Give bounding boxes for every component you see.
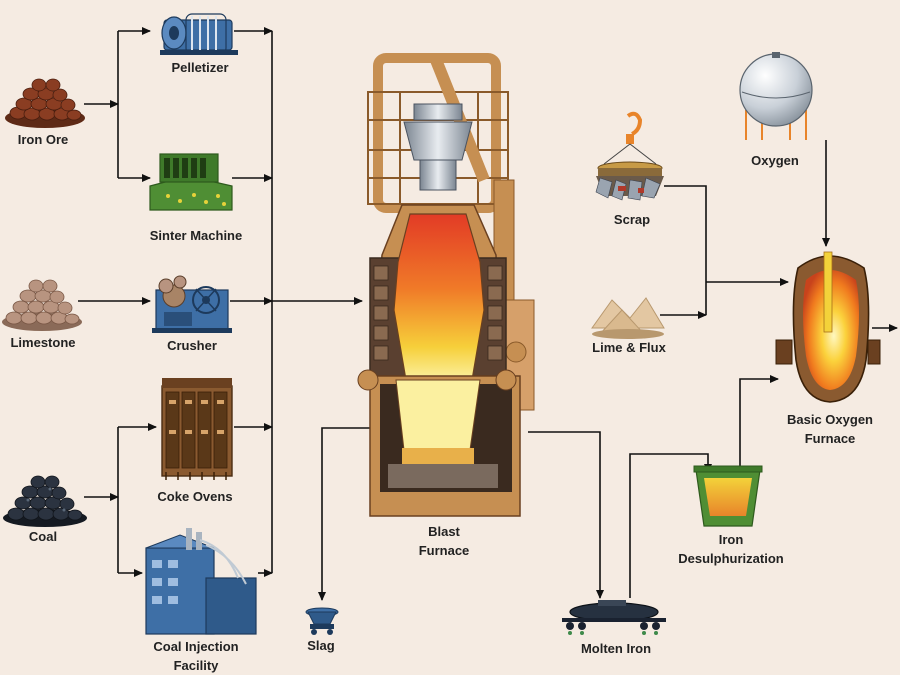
pelletizer-drum-icon	[160, 13, 238, 55]
label-coke-ovens: Coke Ovens	[157, 489, 233, 504]
slag-ladle-icon	[305, 607, 339, 635]
crusher-icon	[152, 275, 232, 333]
scrap-magnet-crane-icon	[595, 111, 664, 201]
ore-pile-icon	[5, 78, 85, 128]
label-coal: Coal	[28, 529, 58, 544]
label-scrap: Scrap	[613, 212, 651, 227]
label-slag: Slag	[307, 638, 335, 653]
label-lime-flux: Lime & Flux	[592, 340, 666, 355]
lime-flux-pile-icon	[591, 297, 665, 339]
coke-ovens-icon	[161, 378, 233, 480]
label-pelletizer: Pelletizer	[171, 60, 229, 75]
bof-converter-icon	[775, 251, 881, 403]
label-limestone: Limestone	[10, 335, 76, 350]
coal-injection-facility-icon	[145, 528, 257, 635]
sinter-machine-icon	[149, 153, 233, 211]
label-crusher: Crusher	[167, 338, 217, 353]
blast-furnace-icon	[357, 53, 535, 517]
connector-lines	[78, 27, 898, 601]
label-oxygen: Oxygen	[751, 153, 799, 168]
label-iron-ore: Iron Ore	[17, 132, 69, 147]
ladle-icon	[693, 465, 763, 527]
label-molten-iron: Molten Iron	[580, 641, 652, 656]
label-sinter-machine: Sinter Machine	[149, 228, 243, 243]
limestone-pile-icon	[2, 279, 82, 331]
oxygen-tank-icon	[739, 52, 813, 140]
torpedo-car-icon	[562, 600, 666, 635]
coal-pile-icon	[3, 475, 87, 527]
